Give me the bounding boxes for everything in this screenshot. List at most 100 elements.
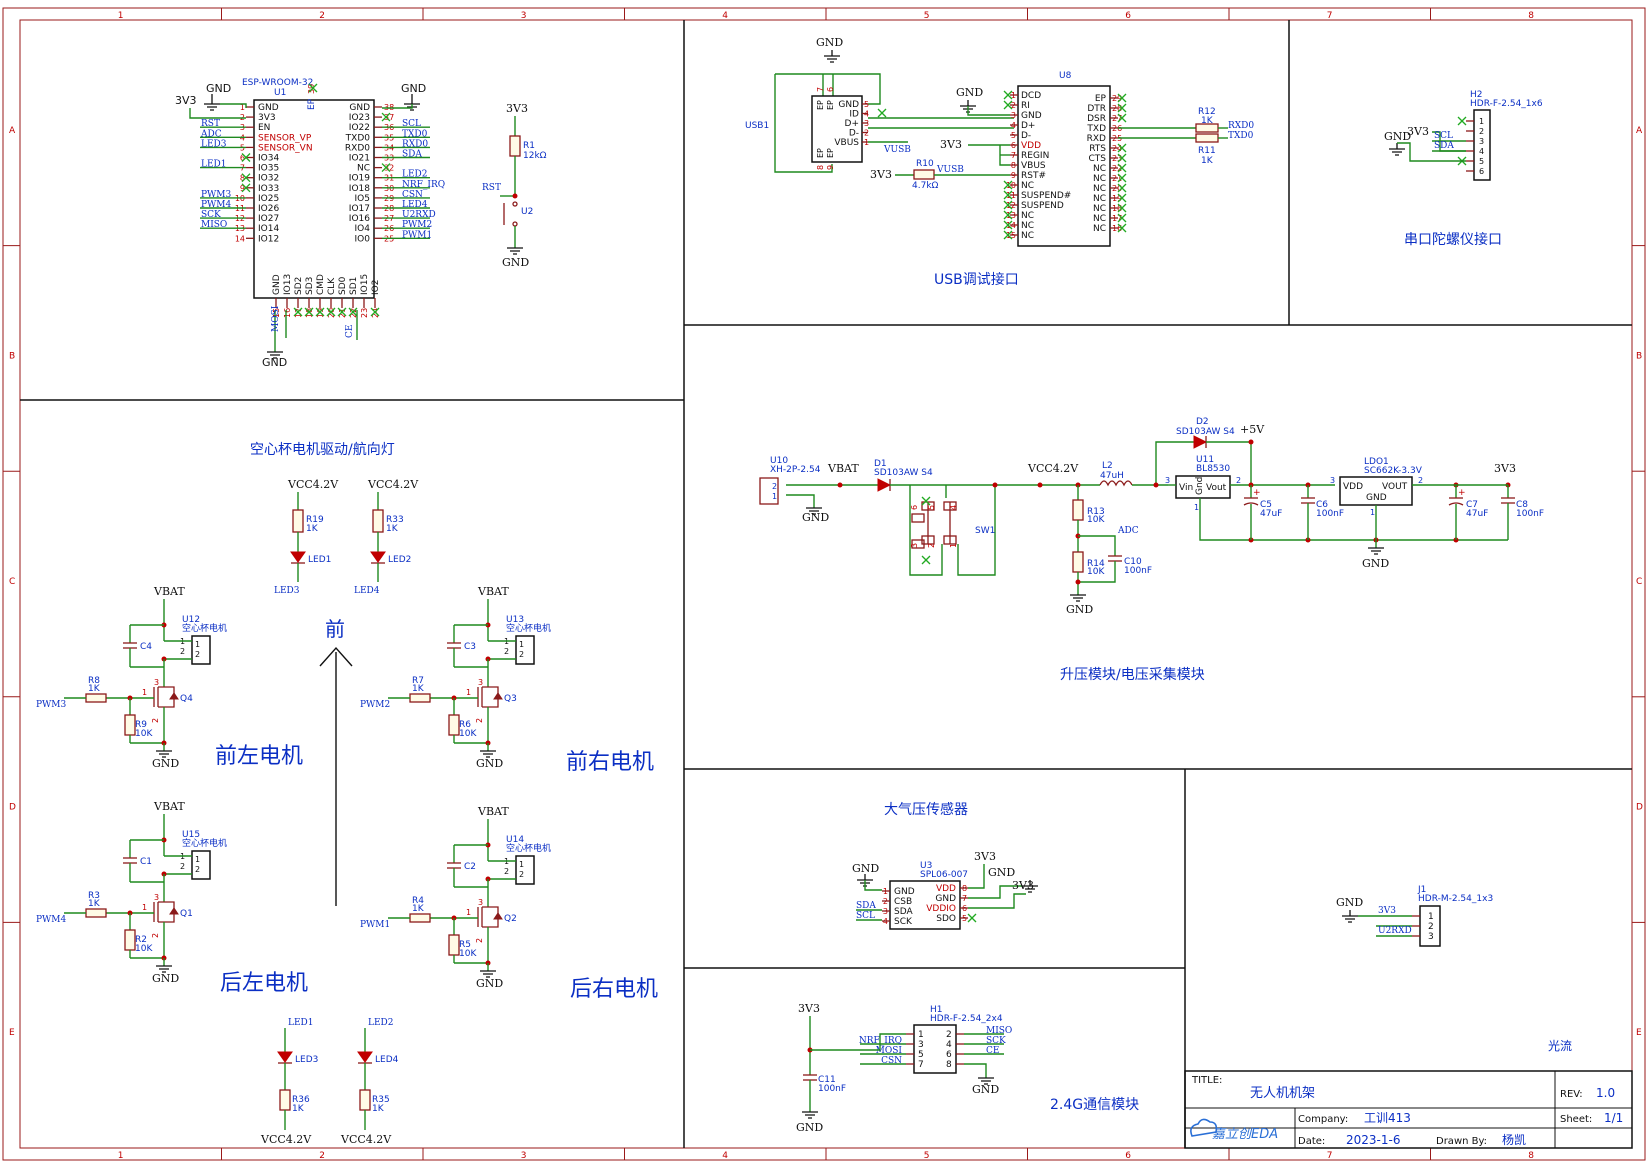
motor-vbat-net: VBAT (153, 585, 185, 598)
capacitor-ref: C3 (464, 642, 476, 652)
motor-ref: U13 (506, 615, 524, 625)
u8-pin-name: NC (1021, 211, 1034, 221)
motor-vbat-net: VBAT (153, 800, 185, 813)
esp32-net-label: LED3 (201, 139, 227, 149)
esp-ce-net: CE (345, 325, 355, 338)
esp32-pin-name: CLK (327, 277, 337, 295)
rf-pin-number: 2 (946, 1030, 952, 1040)
esp32-pin-name: SD2 (294, 277, 304, 295)
esp32-pin-name: IO27 (258, 214, 279, 224)
no-connect-mark (1117, 183, 1127, 193)
u11-vout: Vout (1206, 483, 1227, 493)
rf-net-label: MOSI (876, 1046, 903, 1056)
led-symbol (290, 551, 306, 563)
no-connect-mark (1117, 163, 1127, 173)
ldo1-vdd: VDD (1343, 482, 1363, 492)
motor-pin-number: 2 (504, 647, 509, 656)
motor-body (191, 850, 211, 880)
baro-scl-net: SCL (856, 911, 875, 921)
esp32-pin-number: 6 (240, 154, 245, 163)
baro-pin-name: VDD (936, 884, 956, 894)
led-ref: LED1 (308, 555, 331, 565)
gate-resistor-ref: R7 (412, 676, 424, 686)
c10-value: 100nF (1124, 566, 1152, 576)
column-marker: 8 (1528, 11, 1534, 21)
motor-section-title: 空心杯电机驱动/航向灯 (250, 442, 395, 458)
ldo1-vout: VOUT (1382, 482, 1408, 492)
column-marker: 6 (1125, 1151, 1131, 1161)
column-marker: 6 (1125, 11, 1131, 21)
esp32-pin-name: IO4 (355, 224, 371, 234)
j1-pin-number: 2 (1428, 922, 1434, 932)
ldo-3v3-net: 3V3 (1494, 462, 1516, 475)
mosfet-ref: Q3 (504, 694, 517, 704)
boost-section-title: 升压模块/电压采集模块 (1060, 666, 1205, 683)
motor-body (515, 635, 535, 665)
h2-gnd-net: GND (1384, 130, 1411, 143)
no-connect-mark (1117, 193, 1127, 203)
pulldown-resistor-ref: R5 (459, 940, 471, 950)
mosfet-pin-number: 3 (478, 678, 483, 687)
mosfet-pin-number: 1 (466, 688, 471, 697)
column-marker: 7 (1327, 11, 1333, 21)
title-label: TITLE: (1191, 1075, 1222, 1086)
mosfet-diode (169, 907, 179, 915)
esp32-net-label: TXD0 (402, 129, 428, 139)
esp32-pin-name: CMD (316, 274, 326, 295)
j1-gnd-net: GND (1336, 896, 1363, 909)
c11-ref: C11 (818, 1075, 836, 1085)
column-marker: 8 (1528, 1151, 1534, 1161)
sw1-pin-number: 5 (927, 505, 936, 510)
r14-value: 10K (1087, 567, 1105, 577)
no-connect-mark (1117, 113, 1127, 123)
no-connect-mark (1117, 173, 1127, 183)
led-net-label: LED4 (354, 586, 380, 596)
esp32-pin-name: IO35 (258, 164, 279, 174)
l2-value: 47uH (1100, 471, 1124, 481)
row-marker: A (9, 126, 16, 136)
r13-value: 10K (1087, 515, 1105, 525)
svg-text:+: + (1458, 488, 1466, 498)
rf-3v3-net: 3V3 (798, 1002, 820, 1015)
u8-pin-name: NC (1093, 214, 1106, 224)
esp32-pin-number: 23 (360, 308, 369, 318)
ldo1-n2: 2 (1418, 476, 1423, 485)
r14-ref: R14 (1087, 559, 1105, 569)
pulldown-resistor-value: 10K (135, 944, 153, 954)
esp32-pin-name: IO16 (349, 214, 370, 224)
u8-pin-name: CTS (1089, 154, 1107, 164)
no-connect-mark (337, 307, 347, 317)
esp32-pin-name: IO0 (355, 234, 371, 244)
esp32-pin-name: 3V3 (258, 113, 276, 123)
baro-pin-name: CSB (894, 897, 912, 907)
j1-3v3-net: 3V3 (1378, 906, 1396, 916)
no-connect-mark (293, 307, 303, 317)
esp-gnd-right-net: GND (401, 82, 426, 95)
led-symbol (370, 551, 386, 563)
gate-resistor (409, 693, 431, 703)
usb-ep-name: EP (816, 100, 825, 110)
reset-3v3-net: 3V3 (506, 102, 528, 115)
pulldown-resistor-value: 10K (459, 729, 477, 739)
esp32-net-label: U2RXD (402, 210, 436, 220)
no-connect-mark (1003, 100, 1013, 110)
rf-net-label: MISO (986, 1026, 1012, 1036)
esp32-pin-name: IO33 (258, 184, 279, 194)
u8-pin-name: RST# (1021, 171, 1046, 181)
no-connect-mark (1457, 116, 1467, 126)
ground-symbol (156, 750, 172, 758)
rear-left-label: 后左电机 (220, 971, 308, 996)
u8-pin-name: NC (1021, 221, 1034, 231)
c11-value: 100nF (818, 1084, 846, 1094)
sheet-value: 1/1 (1604, 1111, 1623, 1125)
esp32-pin-name: GND (349, 103, 370, 113)
u2-ref: U2 (521, 207, 533, 217)
motor-body (191, 635, 211, 665)
front-right-label: 前右电机 (566, 750, 654, 775)
gate-resistor-value: 1K (412, 684, 425, 694)
r11-value: 1K (1201, 156, 1214, 166)
mosfet-diode (493, 912, 503, 920)
